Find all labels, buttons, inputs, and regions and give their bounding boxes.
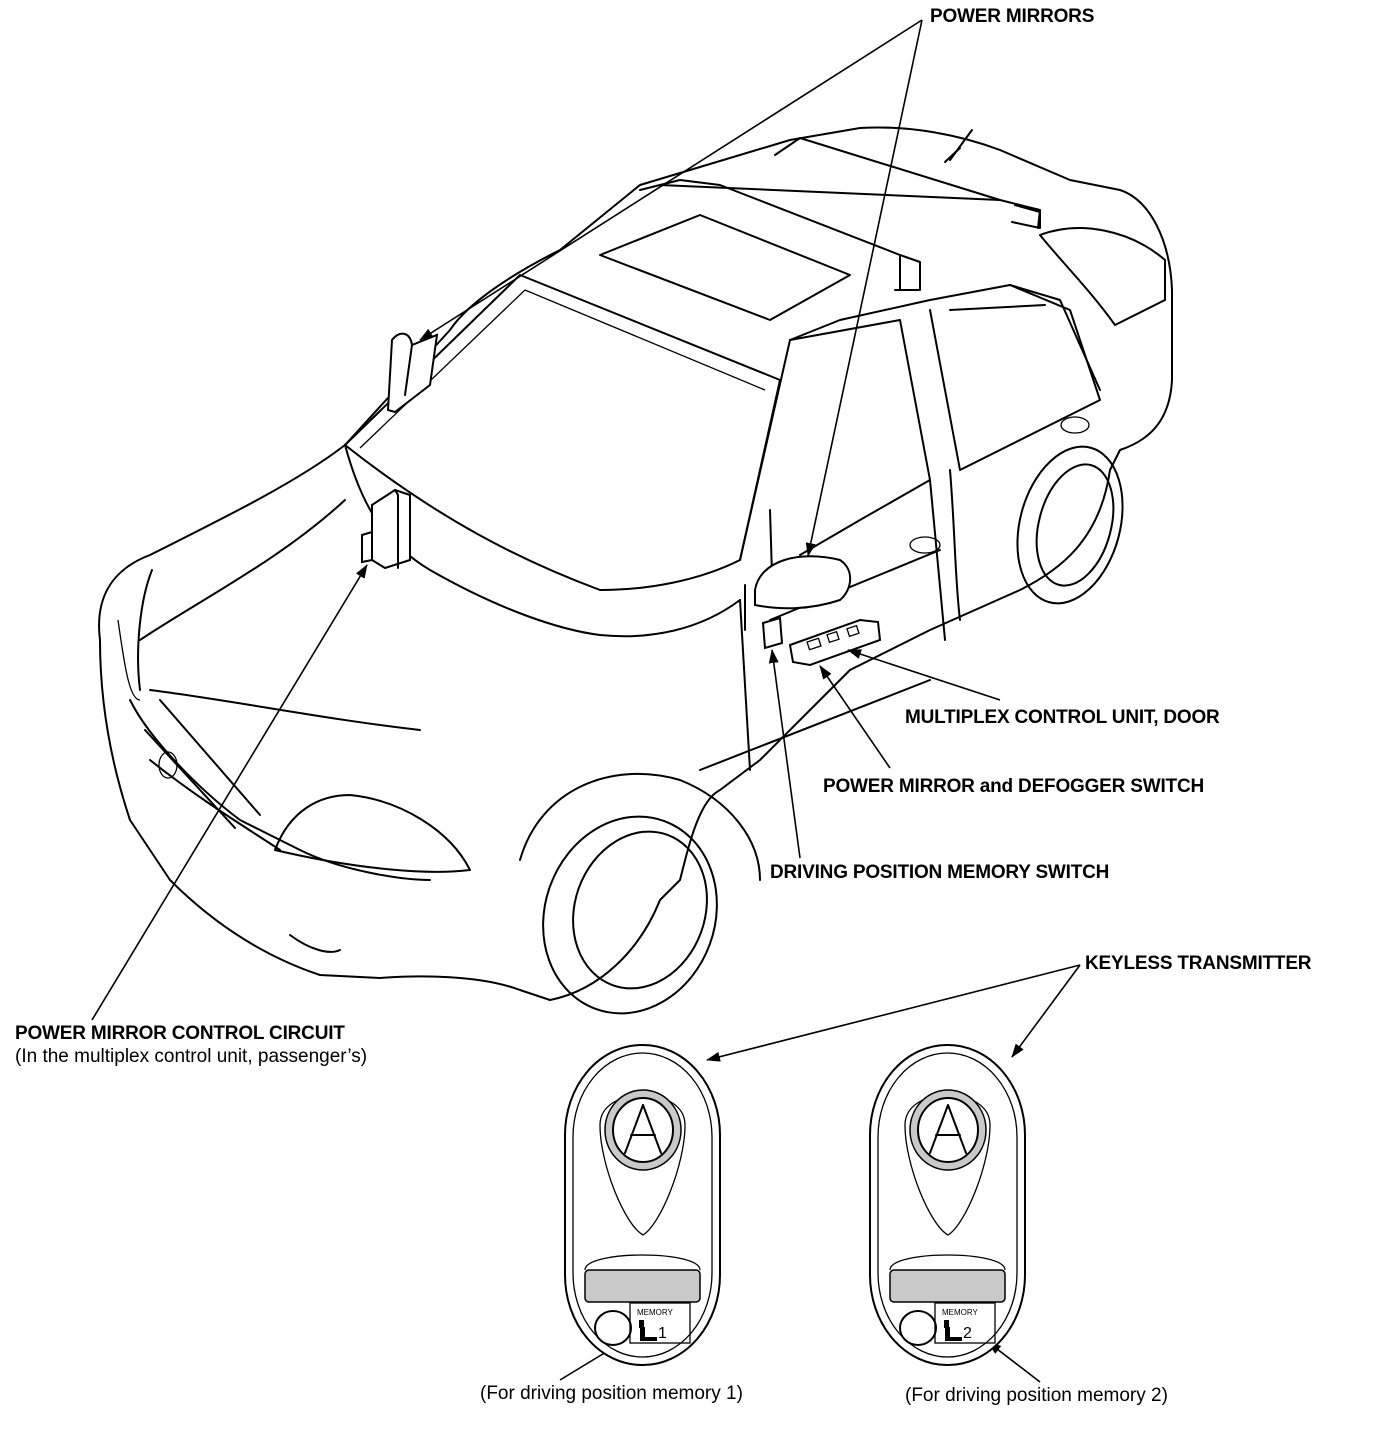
transmitter-2-memory-label: MEMORY xyxy=(942,1308,979,1317)
label-keyless-transmitter: KEYLESS TRANSMITTER xyxy=(1085,953,1312,974)
leader-lines xyxy=(91,19,1081,1383)
transmitter-2-number: 2 xyxy=(963,1325,972,1342)
label-power-mirrors: POWER MIRRORS xyxy=(930,6,1095,27)
acura-logo-icon xyxy=(604,1089,682,1171)
keyless-transmitter-2 xyxy=(869,1044,1026,1366)
seat-icon xyxy=(944,1320,962,1341)
transmitter-1-memory-label: MEMORY xyxy=(637,1308,674,1317)
transmitter-1-number: 1 xyxy=(658,1325,667,1342)
label-memory-switch: DRIVING POSITION MEMORY SWITCH xyxy=(770,862,1110,883)
label-control-circuit-note: (In the multiplex control unit, passenge… xyxy=(15,1046,368,1067)
label-memory1-note: (For driving position memory 1) xyxy=(480,1383,743,1404)
label-control-circuit: POWER MIRROR CONTROL CIRCUIT xyxy=(15,1023,345,1044)
label-memory2-note: (For driving position memory 2) xyxy=(905,1385,1168,1406)
keyless-transmitter-1 xyxy=(564,1044,721,1366)
seat-icon xyxy=(639,1320,657,1341)
acura-logo-icon xyxy=(909,1089,987,1171)
label-mirror-defogger-switch: POWER MIRROR and DEFOGGER SWITCH xyxy=(823,776,1204,797)
label-multiplex-door: MULTIPLEX CONTROL UNIT, DOOR xyxy=(905,707,1220,728)
vehicle-outline xyxy=(98,126,1173,1015)
